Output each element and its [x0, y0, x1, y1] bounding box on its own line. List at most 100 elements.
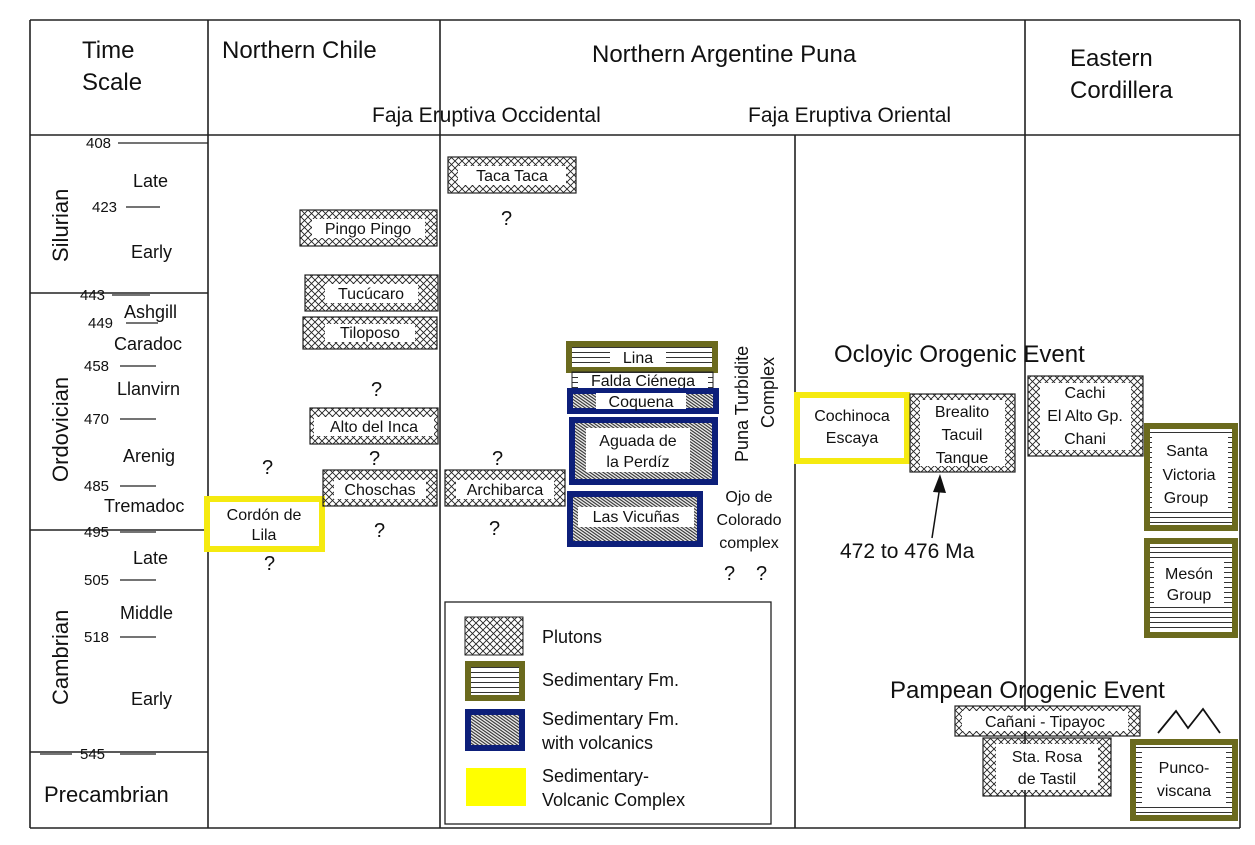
question-mark: ?	[369, 448, 380, 470]
question-mark: ?	[724, 563, 735, 585]
volcanic-las-vicunas: Las Vicuñas	[567, 491, 703, 547]
taca-label: Taca Taca	[476, 168, 548, 185]
pampean-orogenic-event: Pampean Orogenic Event	[890, 677, 1165, 704]
header-time-scale-2: Scale	[82, 69, 142, 96]
legend-sed-volc-1: Sedimentary Fm.	[542, 709, 679, 729]
legend-swatch-sedimentary	[465, 661, 525, 701]
sedimentary-falda-cienega: Falda Ciénega	[571, 371, 714, 391]
brealito-label-3: Tanque	[936, 450, 989, 467]
age-485: 485	[84, 478, 109, 495]
header-faja-occidental: Faja Eruptiva Occidental	[372, 104, 601, 127]
cordon-label-2: Lila	[252, 527, 277, 544]
period-cambrian: Cambrian	[48, 610, 73, 705]
age-arrow	[931, 474, 946, 539]
cachi-label-2: El Alto Gp.	[1047, 408, 1123, 425]
legend-sed-volc-2: with volcanics	[541, 733, 653, 753]
volcanic-coquena: Coquena	[567, 388, 719, 414]
age-458: 458	[84, 358, 109, 375]
puna-label-1: Puna Turbidite	[732, 346, 752, 462]
period-ordovician: Ordovician	[48, 377, 73, 482]
brealito-label-1: Brealito	[935, 404, 989, 421]
cochinoca-label-2: Escaya	[826, 430, 879, 447]
aguada-label-1: Aguada de	[599, 433, 677, 450]
tucucaro-label: Tucúcaro	[338, 286, 404, 303]
pluton-tiloposo: Tiloposo	[302, 316, 438, 350]
cachi-label-1: Cachi	[1065, 385, 1106, 402]
question-mark: ?	[501, 208, 512, 230]
punco-label-1: Punco-	[1159, 760, 1210, 777]
pluton-sta-rosa-de-tastil: Sta. Rosa de Tastil	[982, 737, 1112, 797]
cordon-label-1: Cordón de	[227, 507, 302, 524]
age-545: 545	[80, 746, 105, 763]
header-faja-oriental: Faja Eruptiva Oriental	[748, 104, 951, 127]
age-443: 443	[80, 287, 105, 304]
pingo-label: Pingo Pingo	[325, 221, 411, 238]
epoch-llanvirn: Llanvirn	[117, 379, 180, 399]
volcanic-aguada-de-la-perdiz: Aguada de la Perdíz	[569, 417, 718, 485]
alto-inca-label: Alto del Inca	[330, 419, 418, 436]
legend-plutons: Plutons	[542, 627, 602, 647]
pluton-canani-tipayoc: Cañani - Tipayoc	[954, 705, 1141, 737]
age-ticks	[40, 142, 208, 755]
question-mark: ?	[371, 379, 382, 401]
question-mark: ?	[262, 457, 273, 479]
legend-sedimentary: Sedimentary Fm.	[542, 670, 679, 690]
pluton-alto-del-inca: Alto del Inca	[309, 407, 439, 445]
epoch-labels: Late Early Ashgill Caradoc Llanvirn Aren…	[104, 171, 184, 709]
epoch-cambrian-middle: Middle	[120, 603, 173, 623]
question-mark: ?	[492, 448, 503, 470]
age-505: 505	[84, 572, 109, 589]
age-423: 423	[92, 199, 117, 216]
cachi-label-3: Chani	[1064, 431, 1106, 448]
santa-label-1: Santa	[1166, 443, 1208, 460]
pluton-choschas: Choschas	[322, 469, 438, 507]
puna-turbidite-complex: Puna Turbidite Complex	[732, 346, 778, 462]
legend: Plutons Sedimentary Fm. Sedimentary Fm. …	[444, 601, 772, 825]
age-449: 449	[88, 315, 113, 332]
epoch-cambrian-late: Late	[133, 548, 168, 568]
age-range-label: 472 to 476 Ma	[840, 540, 975, 563]
santa-label-2: Victoria	[1162, 467, 1215, 484]
legend-sv-complex-1: Sedimentary-	[542, 766, 649, 786]
epoch-cambrian-early: Early	[131, 689, 172, 709]
age-labels: 408 423 443 449 458 470 485 495 505 518 …	[80, 135, 117, 763]
header-eastern-cordillera-1: Eastern	[1070, 45, 1153, 72]
chart-frame	[29, 19, 1241, 829]
header-time-scale-1: Time	[82, 37, 134, 64]
starosa-label-2: de Tastil	[1018, 771, 1076, 788]
pluton-tucucaro: Tucúcaro	[304, 274, 439, 312]
epoch-silurian-early: Early	[131, 242, 172, 262]
pluton-pingo-pingo: Pingo Pingo	[299, 209, 438, 247]
canani-label: Cañani - Tipayoc	[985, 714, 1105, 731]
age-408: 408	[86, 135, 111, 152]
archibarca-label: Archibarca	[467, 482, 544, 499]
ojo-label-2: Colorado	[717, 512, 782, 529]
period-labels: Silurian Ordovician Cambrian Precambrian	[44, 189, 169, 807]
falda-label: Falda Ciénega	[591, 373, 695, 390]
coquena-label: Coquena	[609, 394, 674, 411]
legend-swatch-plutons	[464, 616, 524, 656]
legend-swatch-sedimentary-volcanics	[465, 709, 525, 751]
ojo-de-colorado-complex: Ojo de Colorado complex	[717, 489, 782, 552]
vicunas-label: Las Vicuñas	[593, 509, 680, 526]
legend-swatch-sedimentary-volcanic-complex	[466, 768, 526, 806]
choschas-label: Choschas	[344, 482, 415, 499]
question-mark: ?	[374, 520, 385, 542]
lina-label: Lina	[623, 350, 653, 367]
starosa-label-1: Sta. Rosa	[1012, 749, 1082, 766]
period-precambrian: Precambrian	[44, 782, 169, 807]
sedimentary-meson-group: Mesón Group	[1144, 538, 1238, 638]
meson-label-1: Mesón	[1165, 566, 1213, 583]
age-518: 518	[84, 629, 109, 646]
header-northern-argentine-puna: Northern Argentine Puna	[592, 41, 857, 68]
pluton-cachi-chani: Cachi El Alto Gp. Chani	[1027, 375, 1144, 457]
orogeny-symbol	[1157, 707, 1221, 734]
meson-label-2: Group	[1167, 587, 1212, 604]
brealito-label-2: Tacuil	[942, 427, 983, 444]
unit-cochinoca-escaya: Cochinoca Escaya	[794, 392, 910, 464]
age-495: 495	[84, 524, 109, 541]
question-mark: ?	[756, 563, 767, 585]
age-470: 470	[84, 411, 109, 428]
